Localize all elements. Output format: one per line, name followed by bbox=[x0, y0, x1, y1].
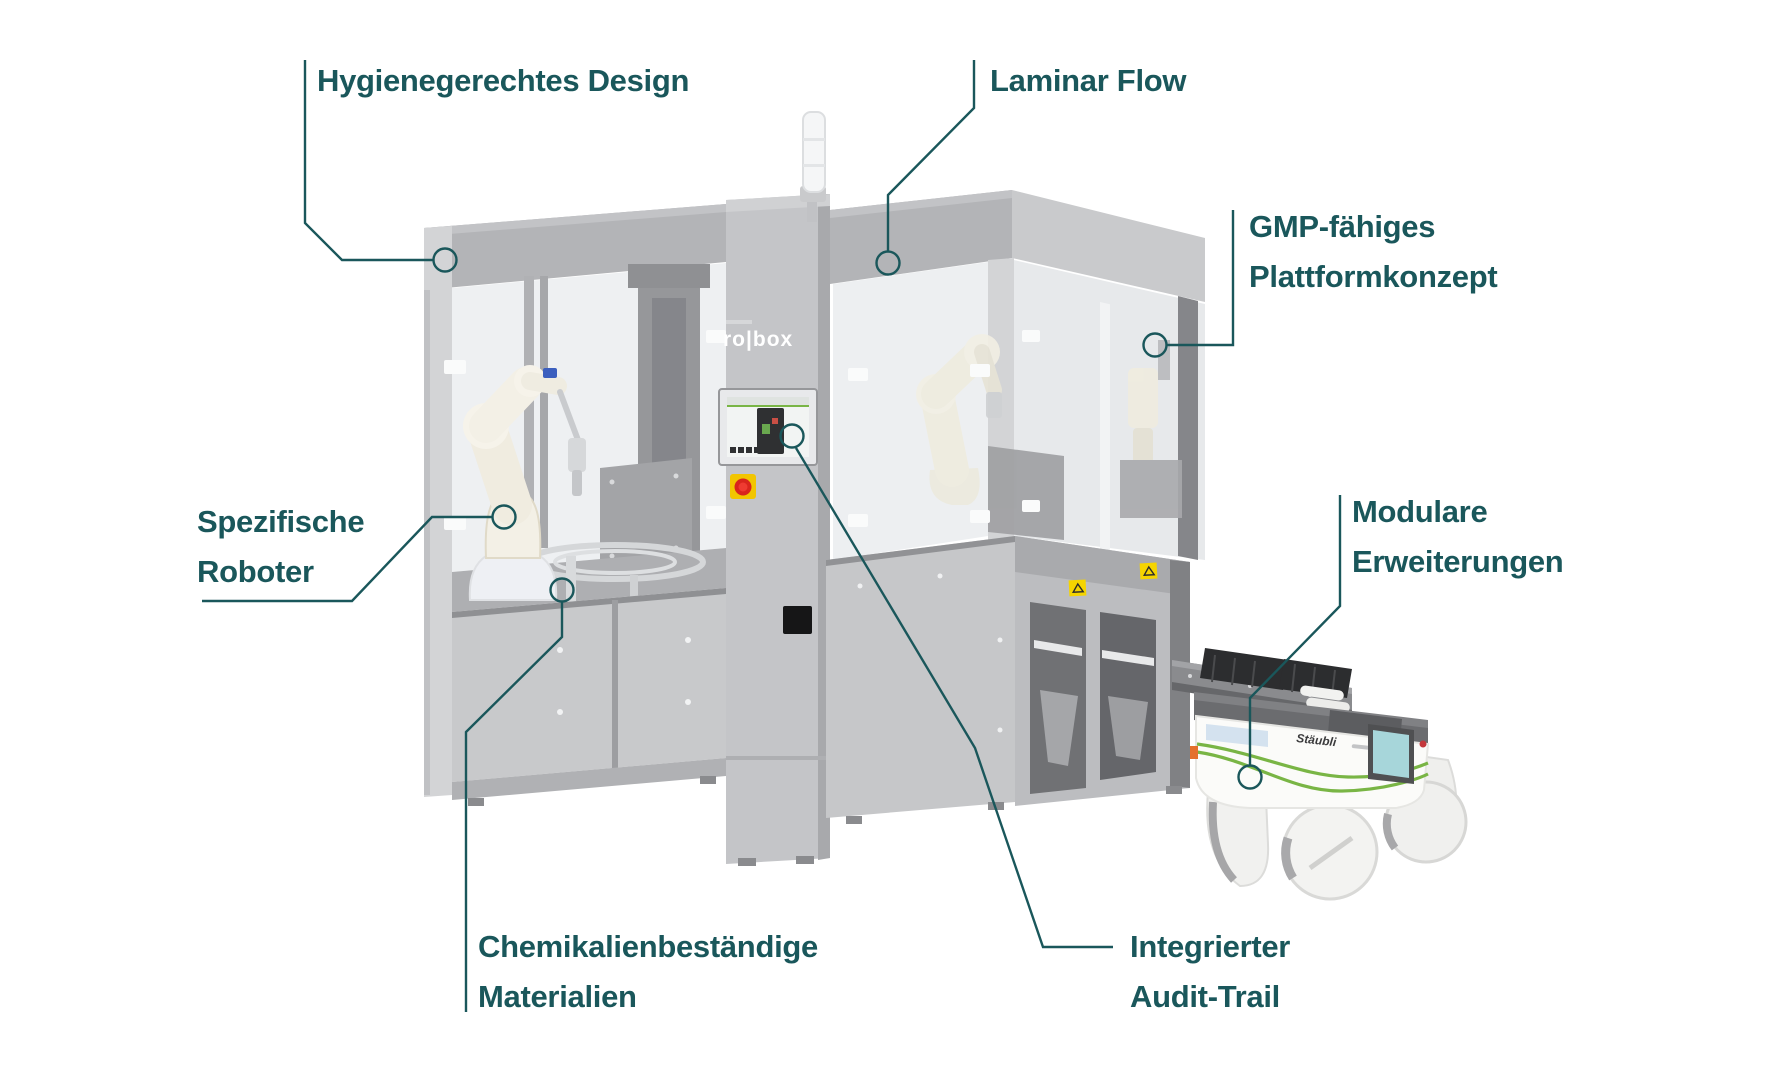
leader-modular bbox=[1248, 495, 1342, 765]
label-text: Roboter bbox=[197, 554, 314, 589]
agv-sensor-window bbox=[1206, 724, 1268, 747]
robot-arm-left bbox=[463, 365, 586, 601]
leader-chemical bbox=[464, 602, 564, 1012]
leader-laminar bbox=[886, 60, 976, 251]
callout-circle-modular bbox=[1237, 764, 1263, 790]
gripper-clip bbox=[543, 368, 557, 378]
label-gmp-platform: GMP-fähiges Plattformkonzept bbox=[1249, 202, 1498, 302]
label-text: Laminar Flow bbox=[990, 63, 1187, 98]
control-column bbox=[718, 194, 830, 866]
leader-audit bbox=[794, 447, 1113, 949]
left-cabinet bbox=[452, 588, 726, 806]
label-text: Chemikalienbeständige bbox=[478, 929, 818, 964]
label-integrated-audit-trail: Integrierter Audit-Trail bbox=[1130, 922, 1290, 1022]
leader-robot bbox=[202, 515, 492, 603]
glass-clamps-right bbox=[848, 330, 1040, 527]
robox-logo: ro|box bbox=[723, 328, 794, 351]
label-text: Erweiterungen bbox=[1352, 544, 1564, 579]
leader-gmp bbox=[1167, 210, 1235, 347]
callout-circle-laminar bbox=[875, 250, 901, 276]
callout-circle-gmp bbox=[1142, 332, 1168, 358]
left-enclosure bbox=[424, 204, 726, 806]
right-enclosure bbox=[830, 190, 1205, 560]
callout-circle-audit bbox=[779, 423, 805, 449]
callout-circle-chemical bbox=[549, 577, 575, 603]
screen-machine-graphic bbox=[757, 408, 784, 454]
sample-plates bbox=[1200, 648, 1352, 698]
label-specific-robots: Spezifische Roboter bbox=[197, 497, 365, 597]
label-laminar-flow: Laminar Flow bbox=[990, 56, 1187, 106]
label-text: GMP-fähiges bbox=[1249, 209, 1436, 244]
base-opening bbox=[1030, 602, 1086, 794]
emergency-stop-button bbox=[730, 474, 756, 499]
label-modular-extensions: Modulare Erweiterungen bbox=[1352, 487, 1564, 587]
agv-brand-text: Stäubli bbox=[1296, 731, 1338, 749]
mobile-robot: Stäubli bbox=[1190, 692, 1468, 901]
signal-beacon bbox=[800, 111, 826, 222]
callout-circle-hygienic bbox=[432, 247, 458, 273]
label-text: Modulare bbox=[1352, 494, 1488, 529]
connector-box bbox=[783, 606, 812, 634]
label-text: Plattformkonzept bbox=[1249, 259, 1498, 294]
warning-sticker bbox=[1139, 562, 1158, 580]
robot-arm-right bbox=[916, 334, 1064, 540]
callout-circle-robot bbox=[491, 504, 517, 530]
label-text: Spezifische bbox=[197, 504, 365, 539]
right-base-frame bbox=[826, 536, 1190, 824]
leader-lines bbox=[202, 60, 1342, 1012]
leader-hygienic bbox=[303, 60, 433, 262]
glass-clamps-left bbox=[444, 330, 726, 530]
warning-sticker bbox=[1068, 579, 1087, 597]
label-chemical-resistant: Chemikalienbeständige Materialien bbox=[478, 922, 818, 1022]
label-text: Audit-Trail bbox=[1130, 979, 1280, 1014]
base-opening bbox=[1100, 612, 1156, 780]
label-text: Integrierter bbox=[1130, 929, 1291, 964]
dispenser-unit bbox=[1120, 340, 1182, 518]
label-text: Materialien bbox=[478, 979, 637, 1014]
label-hygienic-design: Hygienegerechtes Design bbox=[317, 56, 689, 106]
side-door-hinge-strip bbox=[1178, 296, 1198, 560]
label-text: Hygienegerechtes Design bbox=[317, 63, 690, 98]
touchscreen-panel bbox=[718, 388, 818, 466]
